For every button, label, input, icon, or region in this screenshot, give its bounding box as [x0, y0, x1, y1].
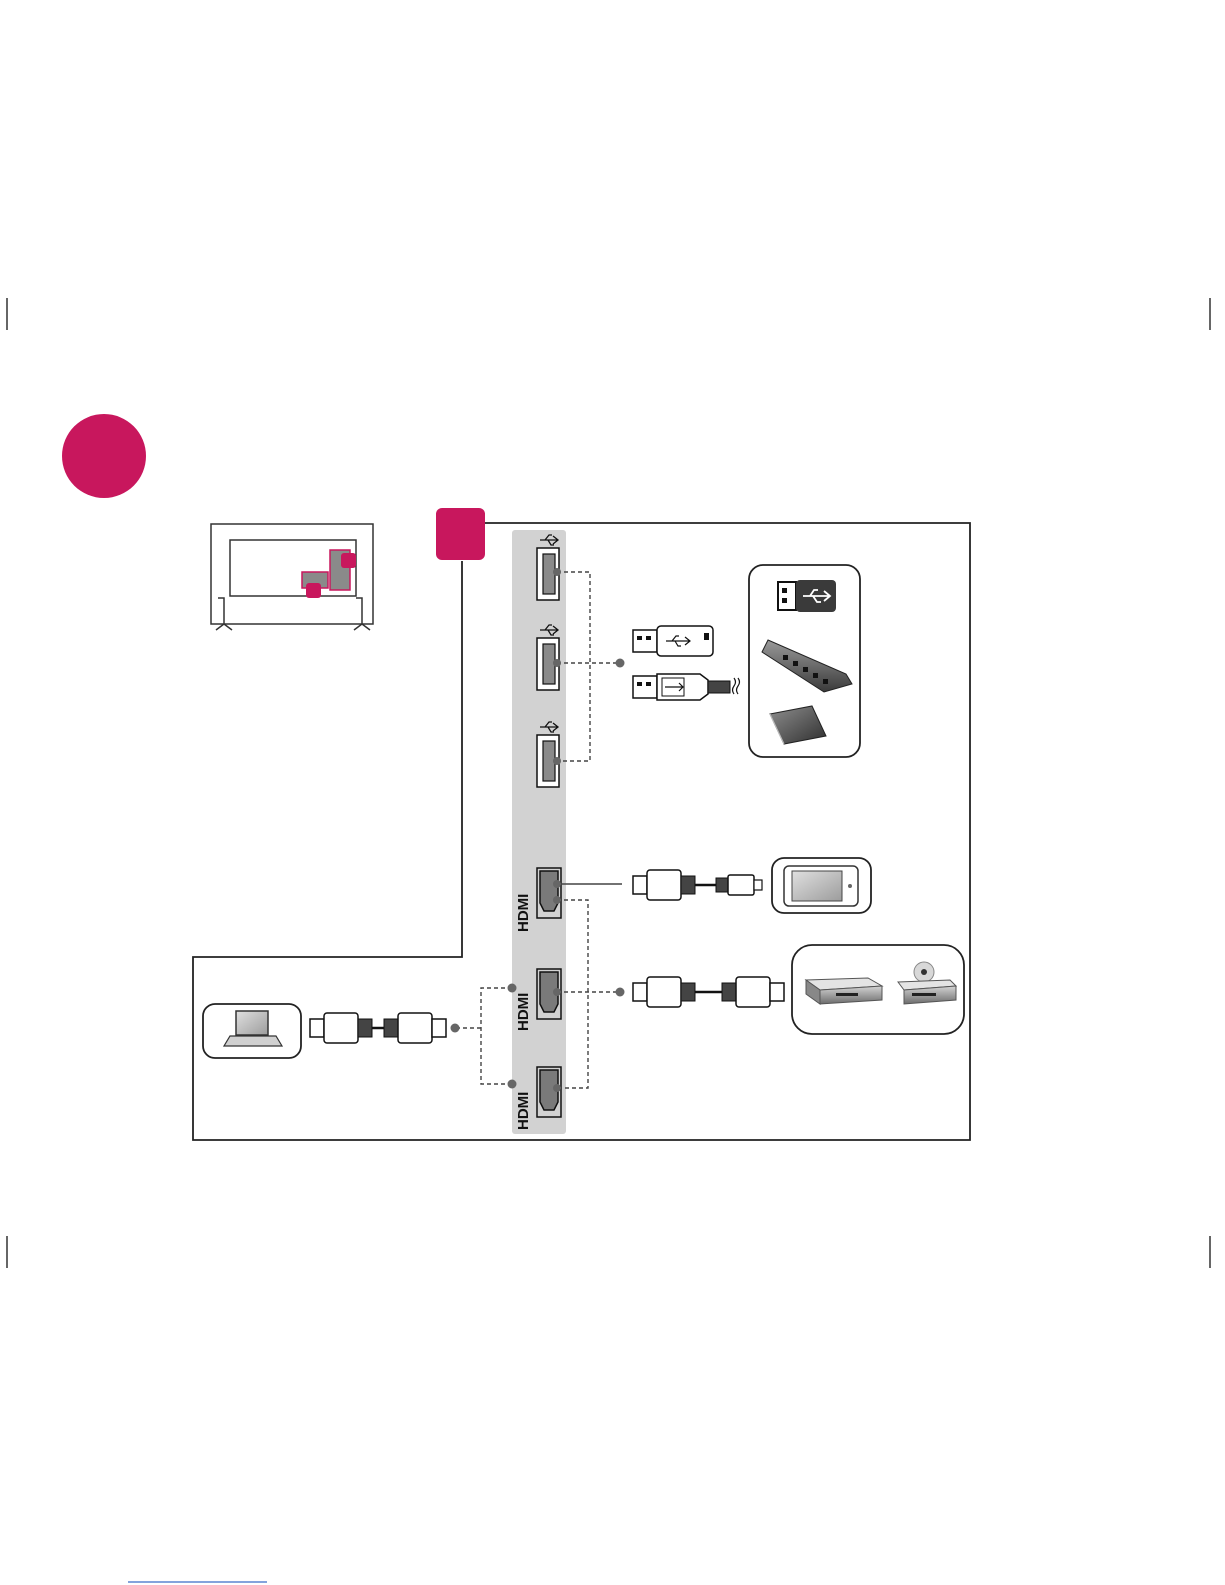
- usb-flash-drive-icon: [633, 626, 713, 656]
- smartphone-icon: [784, 866, 858, 906]
- usb-connection-lines: [557, 572, 620, 761]
- panel-badge: [436, 508, 485, 560]
- crop-marks: [7, 298, 1210, 1268]
- hdmi-cable-icon: [633, 977, 784, 1007]
- port-strip: [512, 530, 566, 1134]
- hdmi-port-label: HDMI: [515, 1092, 532, 1130]
- tv-rear-view-icon: [211, 524, 373, 630]
- usb-cable-plug-icon: [633, 674, 740, 700]
- usb-drive-icon: [778, 580, 836, 612]
- mhl-cable-icon: [633, 870, 762, 900]
- hdmi-cable-icon: [310, 1013, 446, 1043]
- blu-ray-player-icon: [806, 978, 882, 1004]
- hdmi-port-label: HDMI: [515, 993, 532, 1031]
- hdmi-port-label: HDMI: [515, 894, 532, 932]
- step-badge-circle: [62, 414, 146, 498]
